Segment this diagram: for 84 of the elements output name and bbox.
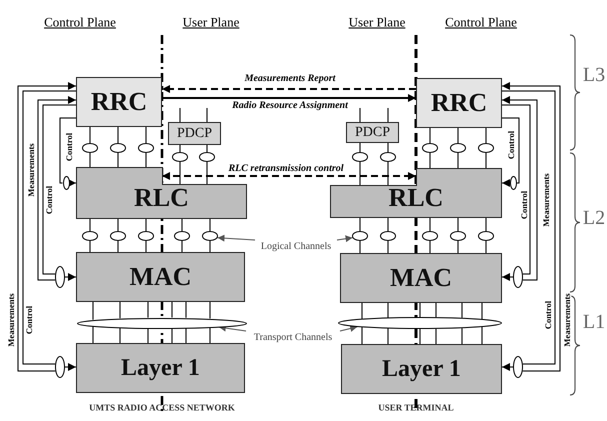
leader-line bbox=[336, 235, 353, 242]
connector-line bbox=[206, 144, 208, 152]
arrow bbox=[68, 179, 76, 187]
arrow bbox=[64, 363, 76, 371]
protocol-layer-box: RRC bbox=[76, 77, 162, 127]
protocol-layer-box: PDCP bbox=[346, 122, 399, 143]
sap-ellipse bbox=[352, 152, 368, 162]
sap-ellipse bbox=[174, 231, 190, 241]
sap-ellipse bbox=[55, 266, 65, 288]
sap-ellipse bbox=[138, 143, 154, 153]
edge-label: Control bbox=[44, 184, 54, 216]
edge-label: Measurements bbox=[562, 292, 572, 348]
sap-ellipse bbox=[77, 318, 247, 328]
channel-label: Transport Channels bbox=[246, 331, 340, 344]
edge-label: Radio Resource Assignment bbox=[231, 101, 349, 111]
dashed-arrow bbox=[162, 172, 416, 180]
sap-ellipse bbox=[110, 143, 126, 153]
edge-label: Control bbox=[506, 130, 516, 160]
sap-ellipse bbox=[338, 317, 502, 329]
connector-line bbox=[206, 162, 208, 184]
sap-ellipse bbox=[450, 143, 466, 153]
connector-line bbox=[92, 302, 94, 320]
edge-label: Control bbox=[24, 304, 34, 336]
arrow bbox=[502, 96, 538, 280]
connector-line bbox=[206, 108, 208, 122]
side-caption: USER TERMINAL bbox=[378, 404, 454, 412]
sap-ellipse bbox=[110, 231, 126, 241]
plane-heading: Control Plane bbox=[44, 16, 116, 28]
sap-ellipse bbox=[422, 143, 438, 153]
arrow bbox=[64, 273, 76, 281]
edge-label: Measurements bbox=[26, 142, 36, 198]
sap-ellipse bbox=[380, 152, 396, 162]
sap-ellipse bbox=[513, 266, 523, 288]
sap-ellipse bbox=[202, 231, 218, 241]
arrow bbox=[162, 94, 416, 102]
plane-heading: User Plane bbox=[182, 16, 240, 28]
edge-label: Measurements bbox=[542, 172, 550, 228]
arrow bbox=[502, 273, 514, 281]
layer-label: L2 bbox=[582, 208, 606, 228]
sap-ellipse bbox=[380, 231, 396, 241]
channel-label: Logical Channels bbox=[255, 240, 337, 253]
sap-ellipse bbox=[82, 143, 98, 153]
sap-ellipse bbox=[62, 176, 70, 190]
sap-ellipse bbox=[138, 231, 154, 241]
plane-heading: User Plane bbox=[348, 16, 406, 28]
arrow bbox=[502, 363, 514, 371]
sap-ellipse bbox=[82, 231, 98, 241]
sap-ellipse bbox=[510, 176, 516, 190]
edge-label: RLC retransmission control bbox=[227, 164, 345, 174]
plane-heading: Control Plane bbox=[445, 16, 517, 28]
sap-ellipse bbox=[450, 231, 466, 241]
sap-ellipse bbox=[199, 152, 215, 162]
connector-line bbox=[42, 104, 76, 274]
arrow bbox=[502, 179, 510, 187]
edge-label: Measurements bbox=[6, 292, 16, 348]
leader-line bbox=[340, 325, 358, 332]
leader-line bbox=[218, 324, 246, 332]
edge-label: Control bbox=[520, 190, 528, 220]
sap-ellipse bbox=[55, 356, 65, 378]
protocol-layer-box: RRC bbox=[416, 78, 502, 128]
layer-label: L1 bbox=[582, 312, 606, 332]
sap-ellipse bbox=[513, 356, 523, 378]
edge-label: Control bbox=[64, 132, 74, 162]
side-caption: UMTS RADIO ACCESS NETWORK bbox=[89, 404, 235, 412]
edge-label: Measurements Report bbox=[244, 74, 336, 84]
sap-ellipse bbox=[478, 143, 494, 153]
protocol-layer-box: MAC bbox=[76, 252, 245, 302]
leader-line bbox=[217, 234, 256, 242]
sap-ellipse bbox=[422, 231, 438, 241]
layer-label: L3 bbox=[582, 65, 606, 85]
protocol-layer-box: Layer 1 bbox=[341, 344, 502, 394]
edge-label: Control bbox=[544, 300, 552, 330]
sap-ellipse bbox=[172, 152, 188, 162]
arrow bbox=[38, 96, 76, 280]
connector-line bbox=[502, 118, 520, 184]
sap-ellipse bbox=[352, 231, 368, 241]
dashed-arrow bbox=[162, 85, 416, 93]
connector-line bbox=[60, 118, 76, 184]
connector-line bbox=[92, 326, 94, 344]
protocol-layer-box: MAC bbox=[340, 253, 502, 303]
protocol-layer-box: PDCP bbox=[168, 122, 221, 145]
connector-line bbox=[502, 104, 530, 274]
protocol-layer-box: Layer 1 bbox=[76, 343, 245, 393]
sap-ellipse bbox=[478, 231, 494, 241]
